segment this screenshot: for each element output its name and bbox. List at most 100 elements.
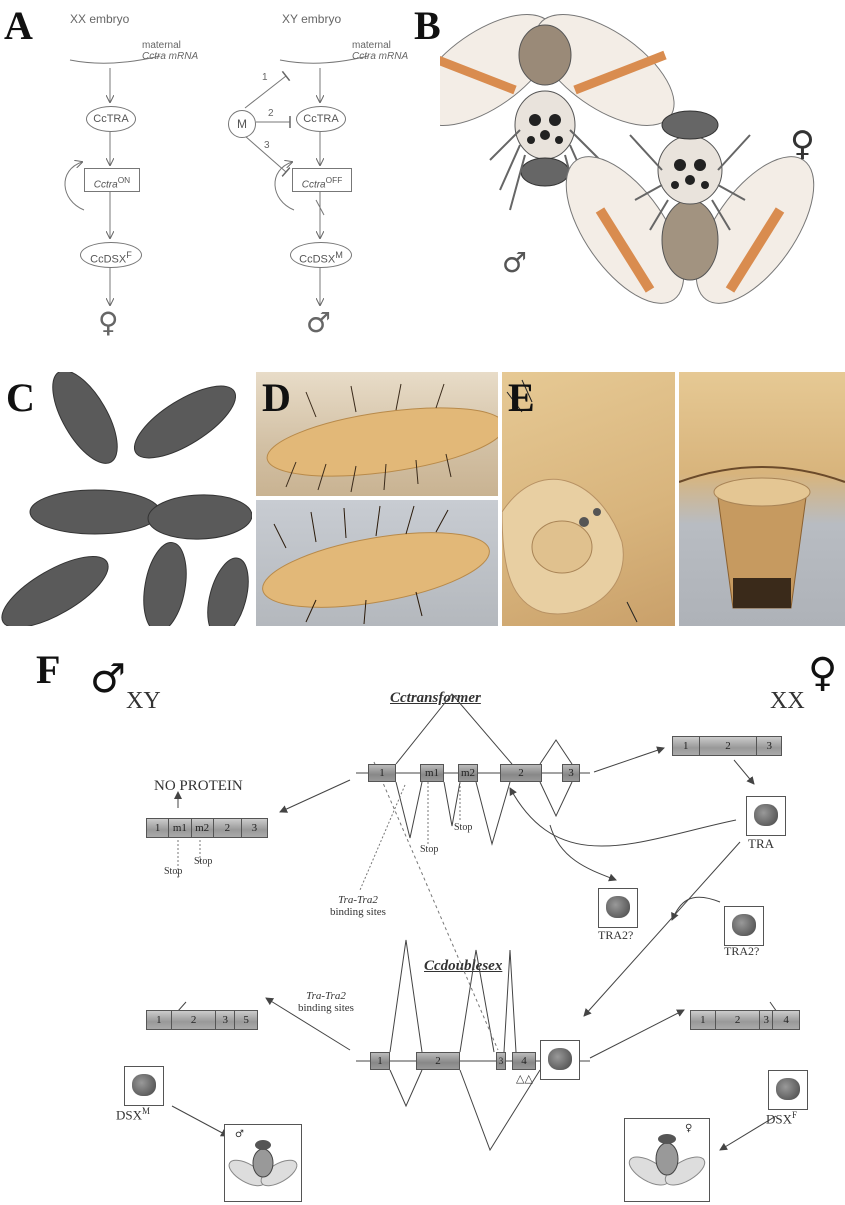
male-tra-seg-2: 2 (214, 819, 242, 837)
tra-binding-line1: Tra-Tra2 (330, 894, 386, 906)
panel-b-male-symbol: ♂ (502, 246, 527, 279)
male-fly-thumb-mark: ♂ (235, 1129, 244, 1140)
tra-protein-icon (746, 796, 786, 836)
dsx-exon-4: 4 (512, 1052, 536, 1070)
xy-cctra-gene-state: OFF (326, 175, 343, 185)
female-dsx-seg-4: 4 (773, 1011, 799, 1029)
female-tra-mrna: 1 2 3 (672, 736, 782, 756)
dsx-f-protein-icon (768, 1070, 808, 1110)
xy-ccdsx-name: CcDSX (299, 254, 335, 266)
xx-maternal-line1: maternal (142, 40, 198, 51)
female-fly-thumbnail: ♀ (624, 1118, 710, 1202)
genitalia-female-drawing (679, 372, 845, 626)
xx-embryo-title: XX embryo (70, 12, 129, 26)
xx-cctra-gene-state: ON (118, 175, 131, 185)
stop-label-genomic-2: Stop (454, 822, 472, 833)
xx-maternal-line2: Cctra mRNA (142, 51, 198, 62)
xx-ccdsx-protein: CcDSXF (80, 242, 142, 268)
female-tra-seg-2: 2 (700, 737, 758, 755)
tra-exon-m1: m1 (420, 764, 444, 782)
tra2-label-1: TRA2? (598, 928, 633, 943)
male-tra-seg-1: 1 (147, 819, 169, 837)
female-fly-thumb-mark: ♀ (685, 1123, 692, 1134)
tra-exon-3: 3 (562, 764, 580, 782)
dsx-exon-2: 2 (416, 1052, 460, 1070)
male-dsx-seg-3: 3 (216, 1011, 235, 1029)
male-tra-seg-m2: m2 (192, 819, 214, 837)
xx-ccdsx-sup: F (126, 250, 132, 260)
xy-cctra-gene: CctraOFF (292, 168, 352, 192)
female-dsx-seg-3: 3 (760, 1011, 773, 1029)
m-factor: M (228, 110, 256, 138)
male-tra-seg-m1: m1 (169, 819, 191, 837)
panel-b-female-symbol: ♀ (790, 124, 815, 164)
dsx-exon-3: 3 (496, 1052, 506, 1070)
path-label-3: 3 (264, 140, 270, 151)
pupae-photo (0, 372, 252, 626)
male-dsx-seg-1: 1 (147, 1011, 172, 1029)
dsx-m-sup: M (142, 1106, 150, 1116)
genitalia-photo-female (679, 372, 845, 626)
path-label-2: 2 (268, 108, 274, 119)
male-fly-thumbnail: ♂ (224, 1124, 302, 1202)
xy-embryo-title: XY embryo (282, 12, 341, 26)
female-tra-seg-3: 3 (757, 737, 781, 755)
male-dsx-seg-2: 2 (172, 1011, 217, 1029)
female-tra-seg-1: 1 (673, 737, 700, 755)
stop-label-male-1: Stop (164, 866, 182, 877)
leg-bottom-drawing (256, 500, 498, 626)
path-label-1: 1 (262, 72, 268, 83)
dsx-m-label: DSXM (116, 1106, 150, 1123)
tra2-label-2: TRA2? (724, 944, 759, 959)
xx-cctra-protein: CcTRA (86, 106, 136, 132)
female-dsx-mrna: 1 2 3 4 (690, 1010, 800, 1030)
dsx-m-name: DSX (116, 1107, 142, 1122)
xy-maternal-line2: Cctra mRNA (352, 51, 408, 62)
dsx-f-sup: F (792, 1110, 797, 1120)
tra2-protein-icon-1 (598, 888, 638, 928)
tra2-protein-icon-2 (724, 906, 764, 946)
xy-ccdsx-protein: CcDSXM (290, 242, 352, 268)
xx-ccdsx-name: CcDSX (90, 254, 126, 266)
dsx-binding-triangles: △△ (516, 1072, 533, 1085)
xy-ccdsx-sup: M (335, 250, 343, 260)
tra-exon-2: 2 (500, 764, 542, 782)
panel-label-e: E (508, 378, 535, 418)
male-dsx-mrna: 1 2 3 5 (146, 1010, 258, 1030)
leg-photo-top (256, 372, 498, 496)
no-protein-label: NO PROTEIN (154, 778, 243, 795)
tra-complex-icon-dsx (540, 1040, 580, 1080)
tra-exon-m2: m2 (458, 764, 478, 782)
dsx-binding-line1: Tra-Tra2 (298, 990, 354, 1002)
panel-label-c: C (6, 378, 35, 418)
leg-top-drawing (256, 372, 498, 496)
stop-label-male-2: Stop (194, 856, 212, 867)
dsx-exon-1: 1 (370, 1052, 390, 1070)
xx-cctra-gene: CctraON (84, 168, 140, 192)
tra-binding-line2: binding sites (330, 906, 386, 918)
xx-cctra-gene-name: Cctra (94, 179, 118, 190)
male-dsx-seg-5: 5 (235, 1011, 257, 1029)
xx-female-symbol: ♀ (98, 306, 119, 339)
panel-label-d: D (262, 378, 291, 418)
pupae-drawing (0, 372, 252, 626)
stop-label-genomic-1: Stop (420, 844, 438, 855)
medfly-illustration (440, 0, 845, 340)
xy-maternal-line1: maternal (352, 40, 408, 51)
dsx-f-name: DSX (766, 1111, 792, 1126)
xy-male-symbol: ♂ (306, 306, 331, 339)
dsx-m-protein-icon (124, 1066, 164, 1106)
male-tra-mrna: 1 m1 m2 2 3 (146, 818, 268, 838)
female-fly-thumb-drawing (625, 1119, 709, 1201)
leg-photo-bottom (256, 500, 498, 626)
tra-protein-label: TRA (748, 836, 774, 852)
xy-cctra-protein: CcTRA (296, 106, 346, 132)
panel-label-b: B (414, 6, 441, 46)
xy-cctra-gene-name: Cctra (302, 179, 326, 190)
female-dsx-seg-1: 1 (691, 1011, 716, 1029)
dsx-binding-line2: binding sites (298, 1002, 354, 1014)
